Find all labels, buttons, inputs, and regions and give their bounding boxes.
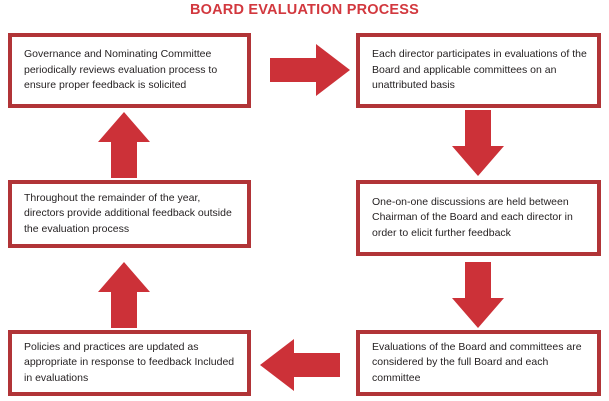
process-box-one-on-one-discussions: One-on-one discussions are held between … xyxy=(356,180,601,256)
process-box-text: Governance and Nominating Committee peri… xyxy=(24,48,218,92)
process-box-policies-updated: Policies and practices are updated as ap… xyxy=(8,330,251,396)
process-box-remainder-of-year: Throughout the remainder of the year, di… xyxy=(8,180,251,248)
arrow-up-icon xyxy=(98,262,150,328)
process-box-text: Throughout the remainder of the year, di… xyxy=(24,191,232,235)
arrow-left-icon xyxy=(260,339,340,391)
page-title: BOARD EVALUATION PROCESS xyxy=(189,2,420,18)
process-box-text: Policies and practices are updated as ap… xyxy=(24,340,235,384)
process-box-director-participation: Each director participates in evaluation… xyxy=(356,33,601,108)
arrow-down-icon xyxy=(452,262,504,328)
process-box-text: One-on-one discussions are held between … xyxy=(372,195,573,239)
arrow-down-icon xyxy=(452,110,504,176)
process-box-evaluations-considered: Evaluations of the Board and committees … xyxy=(356,330,601,396)
process-box-governance-committee: Governance and Nominating Committee peri… xyxy=(8,33,251,108)
process-box-text: Evaluations of the Board and committees … xyxy=(372,340,582,384)
arrow-up-icon xyxy=(98,112,150,178)
process-box-text: Each director participates in evaluation… xyxy=(372,48,587,92)
arrow-right-icon xyxy=(270,44,350,96)
